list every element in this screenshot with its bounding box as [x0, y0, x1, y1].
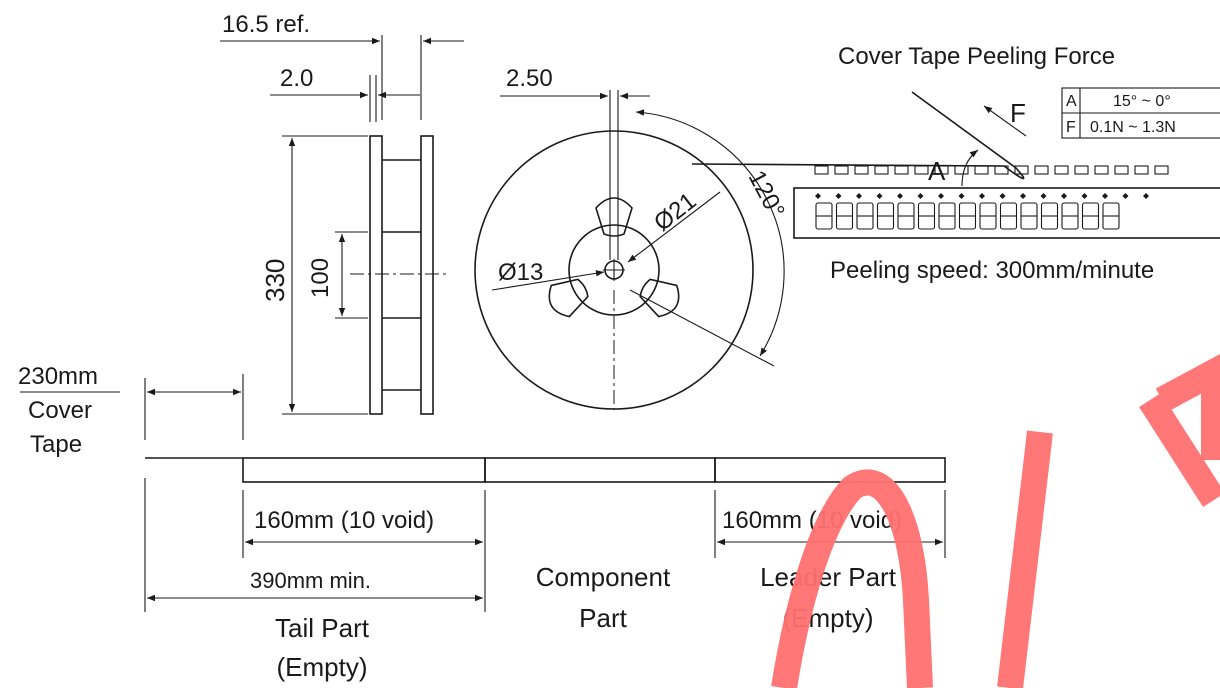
- reel-front-view: 2.50 Ø13 Ø21 120°: [474, 65, 790, 410]
- sprocket-hole: [897, 193, 903, 199]
- reel-blade-top: [595, 197, 633, 237]
- watermark: [771, 354, 1220, 688]
- cover-label-2: Tape: [30, 431, 82, 458]
- tape-top-pocket: [954, 165, 969, 175]
- sprocket-hole: [1040, 193, 1047, 199]
- dim-dia-13: Ø13: [498, 259, 543, 286]
- tape-top-pocket: [1034, 165, 1049, 175]
- dim-100: 100: [307, 258, 334, 298]
- dim-2-0: 2.0: [280, 65, 313, 92]
- table-value-a: 15° ~ 0°: [1113, 93, 1171, 110]
- sprocket-hole: [1143, 193, 1149, 199]
- sprocket-hole: [1122, 193, 1129, 199]
- tape-component-section: [484, 457, 716, 483]
- cover-label-1: Cover: [28, 397, 92, 424]
- reel-side-view: 16.5 ref. 2.0 330 100: [220, 11, 464, 415]
- sprocket-hole: [1102, 193, 1108, 199]
- reel-flange-left: [369, 135, 383, 415]
- leader-part-label: Leader Part: [760, 562, 897, 592]
- component-label: Component: [536, 562, 671, 592]
- tape-top-pocket: [974, 165, 989, 175]
- tape-layout: 230mm Cover Tape 160mm (10 void) 160mm (…: [18, 363, 946, 682]
- dim-dia-21: Ø21: [649, 188, 701, 237]
- sprocket-hole: [835, 193, 842, 199]
- component-part-label: Part: [579, 603, 627, 633]
- reel-blade-left: [548, 278, 589, 318]
- reel-flange-right: [420, 135, 434, 415]
- tape-top-pocket: [1114, 165, 1129, 175]
- sprocket-hole: [1081, 193, 1088, 199]
- dim-tail-void: 160mm (10 void): [254, 507, 434, 534]
- table-value-f: 0.1N ~ 1.3N: [1090, 119, 1176, 136]
- sprocket-hole: [856, 193, 862, 199]
- tape-leader-section: [714, 457, 946, 483]
- tape-top-pocket: [814, 165, 829, 175]
- sprocket-hole: [815, 193, 821, 199]
- tape-top-pocket: [874, 165, 889, 175]
- tape-top-pocket: [934, 165, 949, 175]
- tape-top-pocket: [1154, 165, 1169, 175]
- sprocket-hole: [1020, 193, 1026, 199]
- sprocket-hole: [1061, 193, 1067, 199]
- tape-top-pocket: [1014, 165, 1029, 175]
- carrier-tape: [793, 187, 1220, 239]
- dim-390mm-min: 390mm min.: [250, 568, 371, 593]
- tape-top-pocket: [1094, 165, 1109, 175]
- tape-top-pocket: [894, 165, 909, 175]
- table-param-f: F: [1066, 119, 1076, 136]
- dim-330: 330: [260, 259, 290, 302]
- sprocket-hole: [999, 193, 1006, 199]
- sprocket-hole: [958, 193, 965, 199]
- sprocket-hole: [876, 193, 883, 199]
- table-param-a: A: [1066, 93, 1077, 110]
- tape-tail-section: [242, 457, 486, 483]
- tape-top-pocket: [994, 165, 1009, 175]
- dim-2-50: 2.50: [506, 65, 553, 92]
- tail-part-label: Tail Part: [275, 613, 370, 643]
- sprocket-hole: [938, 193, 944, 199]
- tail-empty-label: (Empty): [277, 652, 368, 682]
- dim-leader-void: 160mm (10 void): [722, 507, 902, 534]
- sprocket-hole: [979, 193, 985, 199]
- tape-top-pocket: [1054, 165, 1069, 175]
- tape-top-pocket: [914, 165, 929, 175]
- tape-top-pocket: [1134, 165, 1149, 175]
- peeling-speed: Peeling speed: 300mm/minute: [830, 257, 1154, 284]
- tape-top-pocket: [1074, 165, 1089, 175]
- tape-top-pocket: [854, 165, 869, 175]
- dim-16-5-ref: 16.5 ref.: [222, 11, 310, 38]
- dim-angle-120: 120°: [743, 166, 790, 223]
- peeling-force-diagram: Cover Tape Peeling Force A 15° ~ 0° F 0.…: [691, 43, 1220, 284]
- dim-230mm: 230mm: [18, 363, 98, 390]
- angle-symbol: A: [928, 156, 946, 186]
- peeling-title: Cover Tape Peeling Force: [838, 43, 1115, 70]
- tape-top-pocket: [834, 165, 849, 175]
- peeling-table: A 15° ~ 0° F 0.1N ~ 1.3N: [1061, 87, 1220, 139]
- force-symbol: F: [1010, 98, 1026, 128]
- sprocket-hole: [917, 193, 924, 199]
